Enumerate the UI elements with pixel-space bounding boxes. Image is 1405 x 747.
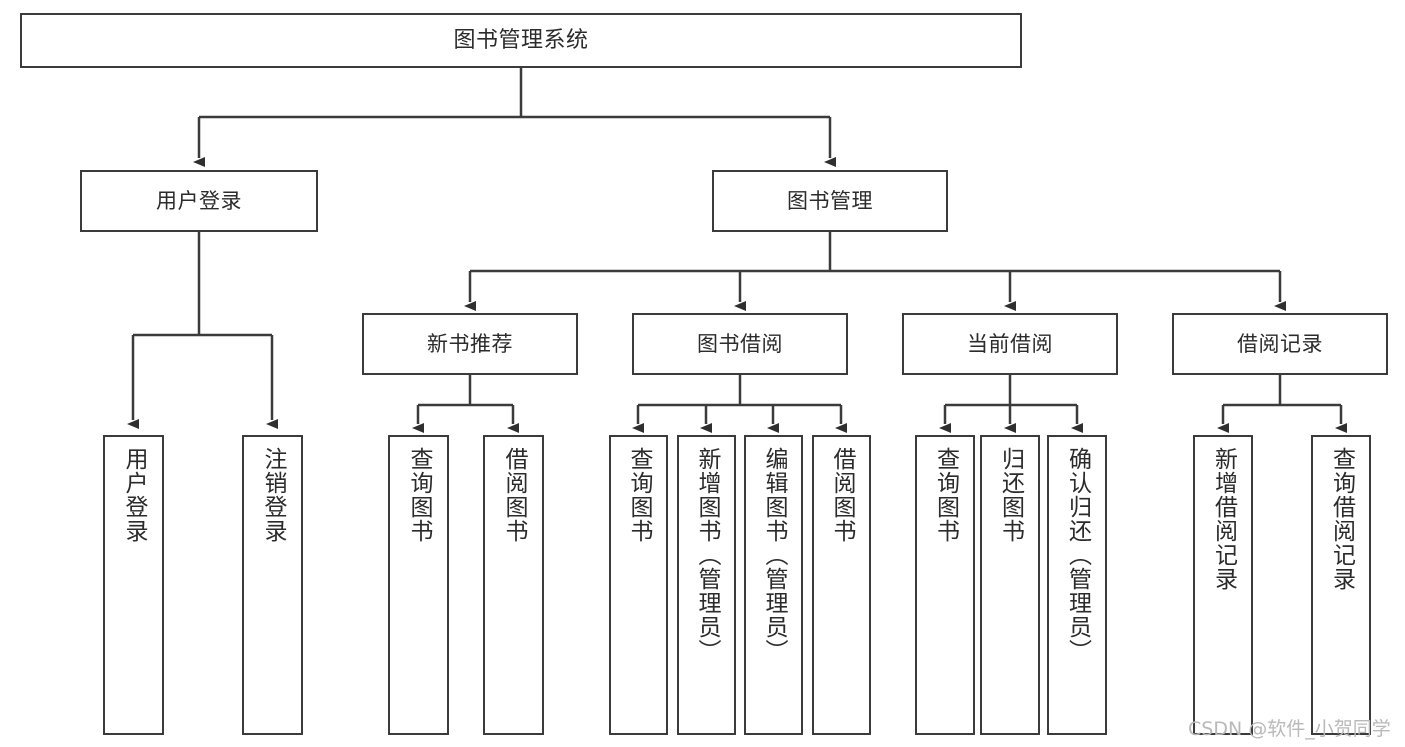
node-label: 用户登录 [156,188,242,213]
node-label: 查询图书 [626,447,652,543]
leaf-records-add-record[interactable]: 新增借阅记录 [1193,435,1253,735]
leaf-borrow-query-book[interactable]: 查询图书 [609,435,668,735]
leaf-borrow-borrow-book[interactable]: 借阅图书 [812,435,871,735]
node-label: 图书管理 [787,188,873,213]
node-user-login[interactable]: 用户登录 [80,170,318,232]
node-borrow-records[interactable]: 借阅记录 [1172,313,1388,375]
node-label: 借阅图书 [501,447,527,543]
leaf-current-confirm-return-admin[interactable]: 确认归还（管理员） [1047,435,1107,735]
node-label: 图书管理系统 [453,27,589,53]
leaf-borrow-edit-book-admin[interactable]: 编辑图书（管理员） [744,435,803,735]
node-label: 查询图书 [932,447,959,543]
node-label: 查询借阅记录 [1328,447,1355,591]
node-label: 编辑图书（管理员） [761,447,787,663]
leaf-records-query-record[interactable]: 查询借阅记录 [1311,435,1371,735]
leaf-current-return-book[interactable]: 归还图书 [980,435,1040,735]
node-label: 确认归还（管理员） [1064,447,1091,663]
node-book-management[interactable]: 图书管理 [712,170,948,232]
node-label: 查询图书 [406,447,432,543]
watermark-csdn: CSDN @软件_小贺同学 [1188,718,1391,740]
node-label: 图书借阅 [697,331,783,356]
node-book-borrow[interactable]: 图书借阅 [632,313,848,375]
node-label: 用户登录 [121,447,147,543]
node-label: 借阅图书 [829,447,855,543]
node-label: 借阅记录 [1237,331,1323,356]
leaf-logout[interactable]: 注销登录 [242,435,303,735]
node-root-system[interactable]: 图书管理系统 [20,13,1022,68]
node-current-borrow[interactable]: 当前借阅 [902,313,1118,375]
leaf-borrow-add-book-admin[interactable]: 新增图书（管理员） [677,435,736,735]
node-label: 新书推荐 [427,331,513,356]
leaf-current-query-book[interactable]: 查询图书 [915,435,975,735]
leaf-user-login[interactable]: 用户登录 [103,435,164,735]
node-label: 新增借阅记录 [1210,447,1237,591]
node-label: 当前借阅 [967,331,1053,356]
node-label: 归还图书 [997,447,1024,543]
leaf-recommend-borrow-book[interactable]: 借阅图书 [483,435,544,735]
node-label: 新增图书（管理员） [694,447,720,663]
leaf-recommend-query-book[interactable]: 查询图书 [388,435,449,735]
node-new-book-recommend[interactable]: 新书推荐 [362,313,578,375]
node-label: 注销登录 [260,447,286,543]
